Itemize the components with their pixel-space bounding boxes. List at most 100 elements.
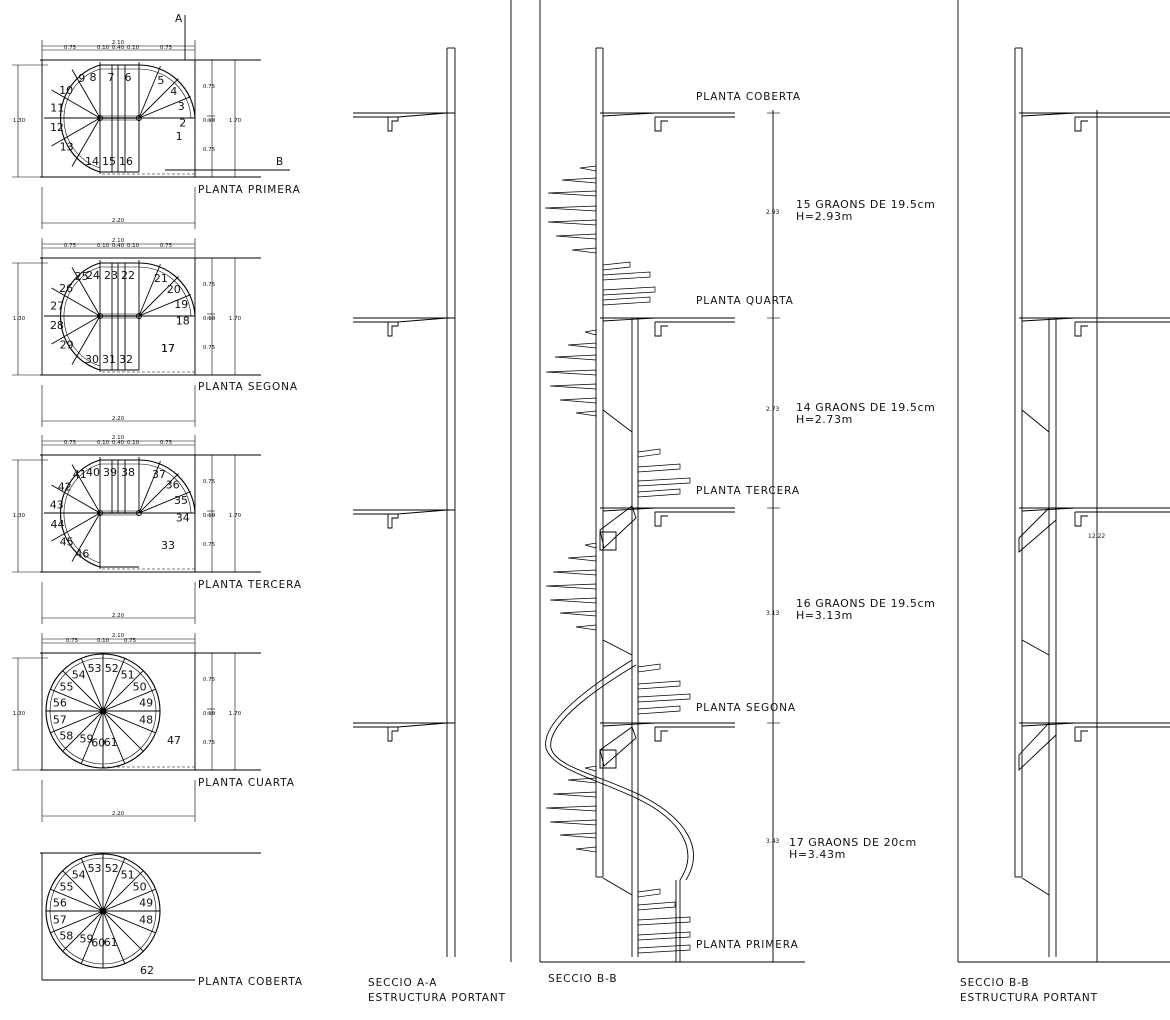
slab-bracket xyxy=(388,117,398,131)
step-number: 39 xyxy=(103,466,117,479)
dim-left-label: 1.30 xyxy=(13,513,26,519)
section-a-subtitle: ESTRUCTURA PORTANT xyxy=(368,992,506,1004)
step-number: 52 xyxy=(105,862,119,875)
landing-section xyxy=(600,727,636,766)
tread-section xyxy=(550,384,596,389)
section-b-levels: PLANTA COBERTA PLANTA QUARTA PLANTA TERC… xyxy=(696,91,801,951)
step-number: 4 xyxy=(170,85,177,98)
tread-line xyxy=(103,711,156,733)
step-number: 59 xyxy=(79,732,93,745)
step-number: 6 xyxy=(125,71,132,84)
dim-top-label: 0.10 xyxy=(97,45,110,51)
tread-section xyxy=(576,411,596,416)
slab-bracket xyxy=(655,117,668,131)
step-number: 30 xyxy=(85,353,99,366)
tread-section xyxy=(546,370,596,375)
brace-line xyxy=(1022,640,1049,655)
step-number: 9 xyxy=(78,72,85,85)
step-number: 55 xyxy=(60,680,74,693)
step-number: 53 xyxy=(88,862,102,875)
tread-section xyxy=(638,664,660,672)
tread-section xyxy=(550,820,596,825)
step-number: 54 xyxy=(72,868,86,881)
section-a-title: SECCIO A-A xyxy=(368,977,437,989)
step-number: 24 xyxy=(86,269,100,282)
tread-section xyxy=(555,355,596,360)
stair-outer-edge xyxy=(100,460,195,513)
dim-top-label: 0.75 xyxy=(64,440,77,446)
tread-section xyxy=(603,262,630,270)
tread-section xyxy=(550,598,596,603)
level-label-tercera: PLANTA TERCERA xyxy=(696,485,800,497)
step-number: 60 xyxy=(91,737,105,750)
step-number: 13 xyxy=(60,141,74,154)
tread-line xyxy=(139,66,160,118)
flight-note-4: 17 GRAONS DE 20cm xyxy=(789,836,917,849)
step-number: 49 xyxy=(139,897,153,910)
slab-underside xyxy=(1022,723,1075,726)
slab-underside xyxy=(398,723,447,727)
step-number: 41 xyxy=(73,468,87,481)
tread-line xyxy=(72,70,100,118)
landing-section xyxy=(1019,508,1056,552)
slab-bracket xyxy=(388,322,398,336)
flight-dim-2: 2.73 xyxy=(766,406,780,413)
step-number: 34 xyxy=(176,511,190,524)
level-label-coberta: PLANTA COBERTA xyxy=(696,91,801,103)
tread-line xyxy=(63,671,103,711)
dim-top-label: 0.10 xyxy=(127,45,140,51)
level-label-segona: PLANTA SEGONA xyxy=(696,702,796,714)
tread-line xyxy=(139,461,160,513)
tread-line xyxy=(81,858,103,911)
section-b-title: SECCIO B-B xyxy=(548,973,617,985)
tread-line xyxy=(63,871,103,911)
landing-number: 17 xyxy=(161,342,175,355)
landing-outline xyxy=(102,266,195,372)
tread-section xyxy=(638,902,675,910)
step-number: 15 xyxy=(102,155,116,168)
dim-bottom-label: 2.20 xyxy=(112,613,125,619)
tread-line xyxy=(52,316,100,344)
step-number: 32 xyxy=(119,353,133,366)
slab-bracket xyxy=(1075,322,1088,336)
tread-line xyxy=(139,295,191,316)
plan-label-segona: PLANTA SEGONA xyxy=(198,381,298,393)
step-number: 50 xyxy=(133,681,147,694)
tread-section xyxy=(556,234,596,239)
dim-top-label: 0.10 xyxy=(97,638,110,644)
step-number: 40 xyxy=(86,466,100,479)
brace-line xyxy=(603,640,632,655)
flight-dim-1: 2.93 xyxy=(766,209,780,216)
plan-label-cuarta: PLANTA CUARTA xyxy=(198,777,295,789)
dim-right-label: 0.75 xyxy=(203,740,216,746)
tread-section xyxy=(585,330,596,335)
total-height-dim: 12.22 xyxy=(1088,533,1105,540)
tread-line xyxy=(81,911,103,964)
stair-handrail xyxy=(100,464,191,513)
landing-outline xyxy=(102,68,195,174)
step-number: 16 xyxy=(119,155,133,168)
dim-left-label: 1.30 xyxy=(13,316,26,322)
flight-height-4: H=3.43m xyxy=(789,848,846,861)
tread-section xyxy=(548,191,596,196)
dim-top-label: 0.75 xyxy=(160,45,173,51)
tread-section xyxy=(546,806,596,811)
dim-right-label: 0.75 xyxy=(203,479,216,485)
dim-top-label: 0.40 xyxy=(112,243,125,249)
tread-section xyxy=(560,398,596,403)
step-number: 58 xyxy=(59,929,73,942)
step-number: 62 xyxy=(140,964,154,977)
step-number: 53 xyxy=(88,662,102,675)
dim-bottom-label: 2.20 xyxy=(112,811,125,817)
dim-top-label: 0.75 xyxy=(64,243,77,249)
dim-right-label: 0.10 xyxy=(203,118,216,124)
dim-left-label: 1.30 xyxy=(13,118,26,124)
stair-outer-edge xyxy=(61,65,139,172)
step-number: 50 xyxy=(133,881,147,894)
slab-underside xyxy=(603,113,655,116)
stair-handrail xyxy=(64,69,100,168)
section-b-b-structure xyxy=(958,0,1170,962)
step-number: 58 xyxy=(59,729,73,742)
dim-bottom-label: 2.20 xyxy=(112,218,125,224)
